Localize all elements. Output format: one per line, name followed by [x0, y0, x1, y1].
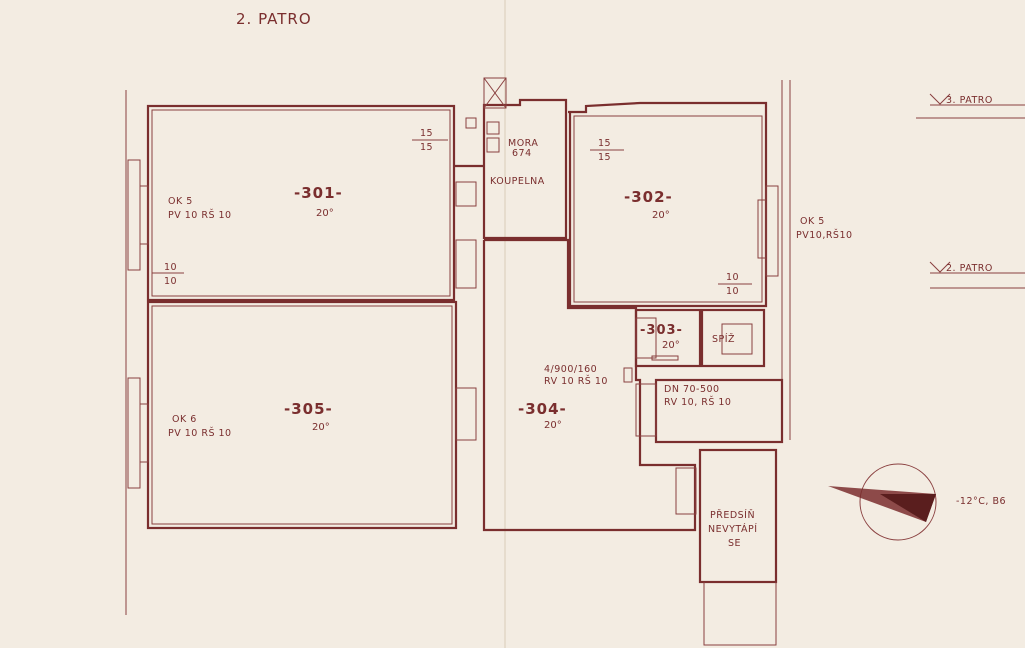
level-upper-label: 3. PATRO [946, 95, 993, 106]
dn-spec: RV 10, RŠ 10 [664, 396, 731, 408]
room-302-outline [568, 101, 768, 308]
walls [146, 77, 784, 646]
room-304-label: -304- [518, 400, 567, 418]
compass-label: -12°C, B6 [956, 496, 1006, 507]
radiator-marks [455, 181, 753, 515]
floor-title: 2. PATRO [236, 10, 312, 28]
boiler-box [486, 121, 500, 135]
room-305-temp: 20° [312, 422, 330, 433]
level-current-label: 2. PATRO [946, 263, 993, 274]
room-302-temp: 20° [652, 210, 670, 221]
predsin-label-2: NEVYTÁPÍ [708, 523, 758, 535]
chimney [483, 77, 507, 109]
room-304-temp: 20° [544, 420, 562, 431]
window-305-type: OK 6 [172, 414, 197, 425]
room-302-label: -302- [624, 188, 673, 206]
koupelna-outline [454, 98, 568, 240]
dim-302bot-upper: 10 [726, 272, 739, 283]
dim-301top-upper: 15 [420, 128, 433, 139]
window-302-type: OK 5 [800, 216, 825, 227]
dn-label: DN 70-500 [664, 384, 720, 395]
mora-number: 674 [512, 148, 532, 159]
room-304-outline [482, 238, 697, 532]
level-marker-current: 2. PATRO [929, 261, 1025, 289]
mora-label: MORA [508, 138, 538, 149]
room-301-temp: 20° [316, 208, 334, 219]
spiz-outline [700, 308, 766, 368]
room-303-label: -303- [640, 323, 683, 338]
room-301-label: -301- [294, 184, 343, 202]
compass: -12°C, B6 [828, 463, 1006, 541]
window-301-spec: PV 10 RŠ 10 [168, 209, 232, 221]
room-301-outline [146, 104, 456, 302]
room-305-label: -305- [284, 400, 333, 418]
window-302-spec: PV10,RŠ10 [796, 229, 853, 241]
windows [127, 159, 779, 489]
predsin-outline [698, 448, 778, 584]
dim-302top-upper: 15 [598, 138, 611, 149]
compass-circle [859, 463, 937, 541]
window-305-spec: PV 10 RŠ 10 [168, 427, 232, 439]
koupelna-label: KOUPELNA [490, 176, 545, 187]
dim-301-top: 10 [164, 262, 177, 273]
dim-301-bottom: 10 [164, 276, 177, 287]
dim-301top-lower: 15 [420, 142, 433, 153]
predsin-label: PŘEDSÍŇ [710, 509, 755, 521]
dim-302bot-lower: 10 [726, 286, 739, 297]
window-301-type: OK 5 [168, 196, 193, 207]
predsin-label-3: SE [728, 538, 741, 549]
room-303-temp: 20° [662, 340, 680, 351]
dim-302top-lower: 15 [598, 152, 611, 163]
level-marker-upper: 3. PATRO [916, 93, 1025, 119]
door-304-label: 4/900/160 [544, 364, 597, 375]
door-304-spec: RV 10 RŠ 10 [544, 375, 608, 387]
spiz-label: SPÍŽ [712, 333, 735, 345]
